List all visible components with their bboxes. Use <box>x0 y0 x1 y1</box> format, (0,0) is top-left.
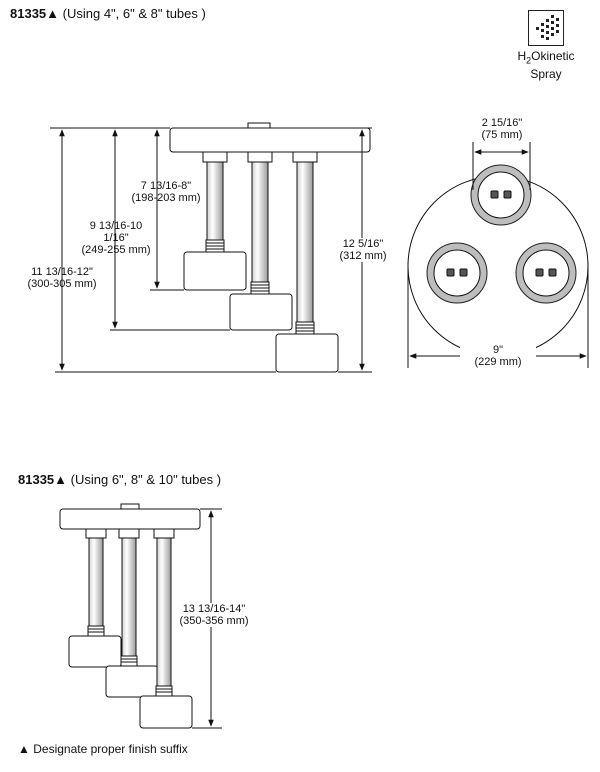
section1-marker: ▲ <box>46 6 60 21</box>
spray-face-left <box>426 242 488 304</box>
footnote-marker: ▲ <box>18 742 30 756</box>
footnote: ▲ Designate proper finish suffix <box>18 742 188 756</box>
footnote-text: Designate proper finish suffix <box>29 742 188 756</box>
dim-long-tube-label: 11 13/16-12" (300-305 mm) <box>27 266 97 290</box>
spray-head-2-1 <box>68 635 122 668</box>
side-view-2 <box>59 503 201 729</box>
section2-model: 81335 <box>18 472 55 487</box>
section1-title: 81335▲ (Using 4", 6" & 8" tubes ) <box>10 6 206 21</box>
section2-marker: ▲ <box>54 472 68 487</box>
dim-total-height-label: 12 5/16" (312 mm) <box>334 238 392 262</box>
spray-head-2-3 <box>139 695 193 729</box>
dim-short-tube-label: 7 13/16-8" (198-203 mm) <box>131 180 201 204</box>
h2okinetic-spray-icon <box>528 10 564 46</box>
ceiling-plate-2 <box>59 508 201 530</box>
side-view-1 <box>169 122 371 373</box>
dim-spacing-label: 2 15/16" (75 mm) <box>481 117 523 141</box>
spray-head-3 <box>275 333 339 373</box>
spray-head-1 <box>183 251 247 291</box>
spray-face-top <box>470 164 532 226</box>
spray-face-right <box>515 242 577 304</box>
dim-mid-tube-label: 9 13/16-10 1/16" (249-255 mm) <box>81 220 151 256</box>
section2-title: 81335▲ (Using 6", 8" & 10" tubes ) <box>18 472 221 487</box>
ceiling-plate <box>169 127 371 153</box>
dim-diameter-label: 9" (229 mm) <box>460 344 536 368</box>
spray-head-2-2 <box>105 665 159 698</box>
section2-tubes-note: (Using 6", 8" & 10" tubes ) <box>67 472 222 487</box>
h2okinetic-label: H2Okinetic Spray <box>517 49 575 82</box>
dim-total-height-2-label: 13 13/16-14" (350-356 mm) <box>172 603 256 627</box>
spray-head-2 <box>229 293 293 331</box>
h2okinetic-badge: H2Okinetic Spray <box>506 10 586 81</box>
top-view <box>407 164 589 357</box>
section1-model: 81335 <box>10 6 47 21</box>
section1-tubes-note: (Using 4", 6" & 8" tubes ) <box>59 6 206 21</box>
